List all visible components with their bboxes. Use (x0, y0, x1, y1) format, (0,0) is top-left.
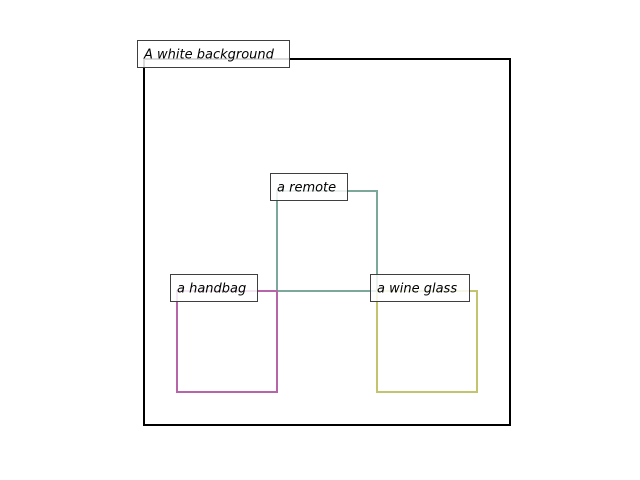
remote-box (276, 190, 378, 292)
scene-frame (143, 58, 511, 426)
scene-caption-label: A white background (137, 40, 290, 68)
wine-glass-label-text: a wine glass (377, 282, 457, 297)
wine-glass-label: a wine glass (370, 274, 470, 302)
handbag-label: a handbag (170, 274, 258, 302)
remote-label-text: a remote (277, 181, 336, 196)
wine-glass-box (376, 290, 478, 393)
handbag-box (176, 290, 278, 393)
scene-caption-text: A white background (143, 48, 275, 63)
remote-label: a remote (270, 173, 348, 201)
handbag-label-text: a handbag (177, 282, 246, 297)
